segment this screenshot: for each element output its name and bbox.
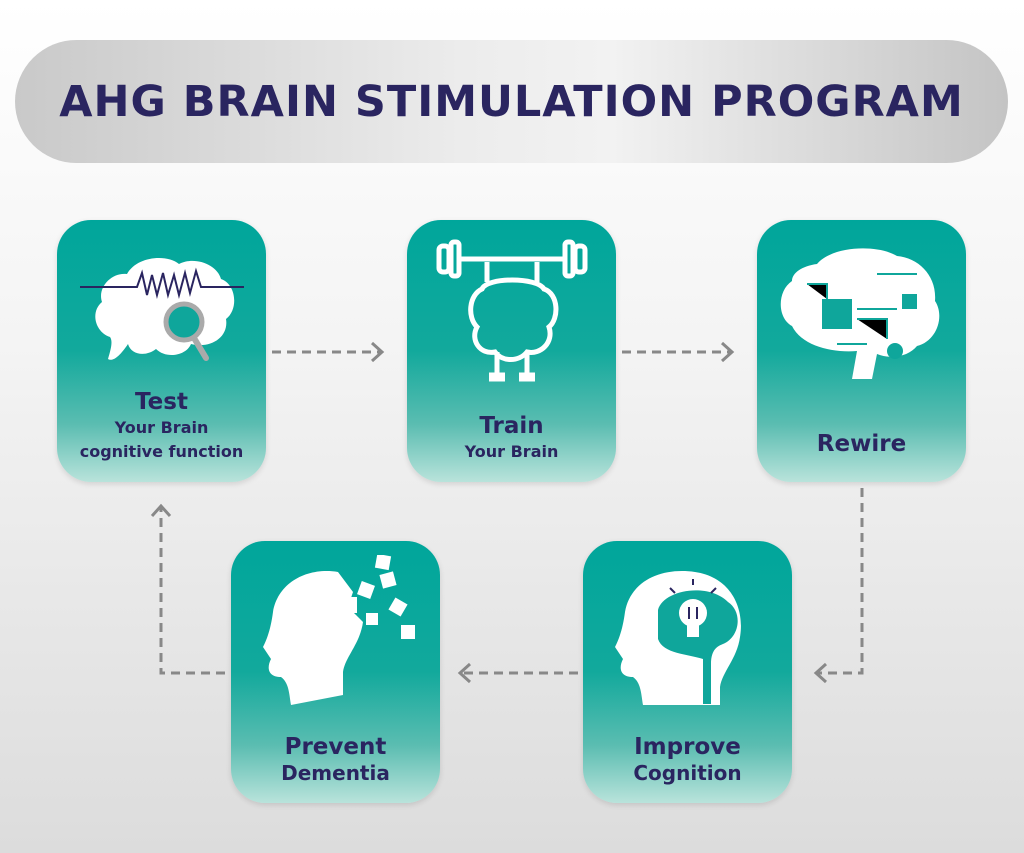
page-title: AHG BRAIN STIMULATION PROGRAM [59,76,964,127]
brain-wave-magnifier-icon [80,258,244,361]
arrow-prevent-to-test [150,503,225,675]
step-subtitle: cognitive function [79,442,244,461]
circuit-brain-icon [780,248,940,379]
head-puzzle-icon [263,555,415,705]
step-subtitle: Your Brain [464,442,559,461]
step-subtitle: Cognition [633,761,742,785]
head-lightbulb-icon [615,571,741,705]
step-title: Prevent [284,734,387,760]
arrow-train-to-rewire [622,341,735,363]
arrow-rewire-to-improve [813,488,864,684]
arrow-improve-to-prevent [457,662,578,684]
step-title: Test [135,389,188,415]
brain-dumbbell-icon [436,239,588,382]
step-title: Train [479,413,544,439]
step-card-rewire: Rewire [757,220,966,482]
step-subtitle: Your Brain [114,418,209,437]
arrow-test-to-train [272,341,385,363]
step-title: Improve [634,734,741,760]
title-banner: AHG BRAIN STIMULATION PROGRAM [15,40,1008,163]
step-subtitle: Dementia [281,761,390,785]
step-title: Rewire [816,431,907,457]
